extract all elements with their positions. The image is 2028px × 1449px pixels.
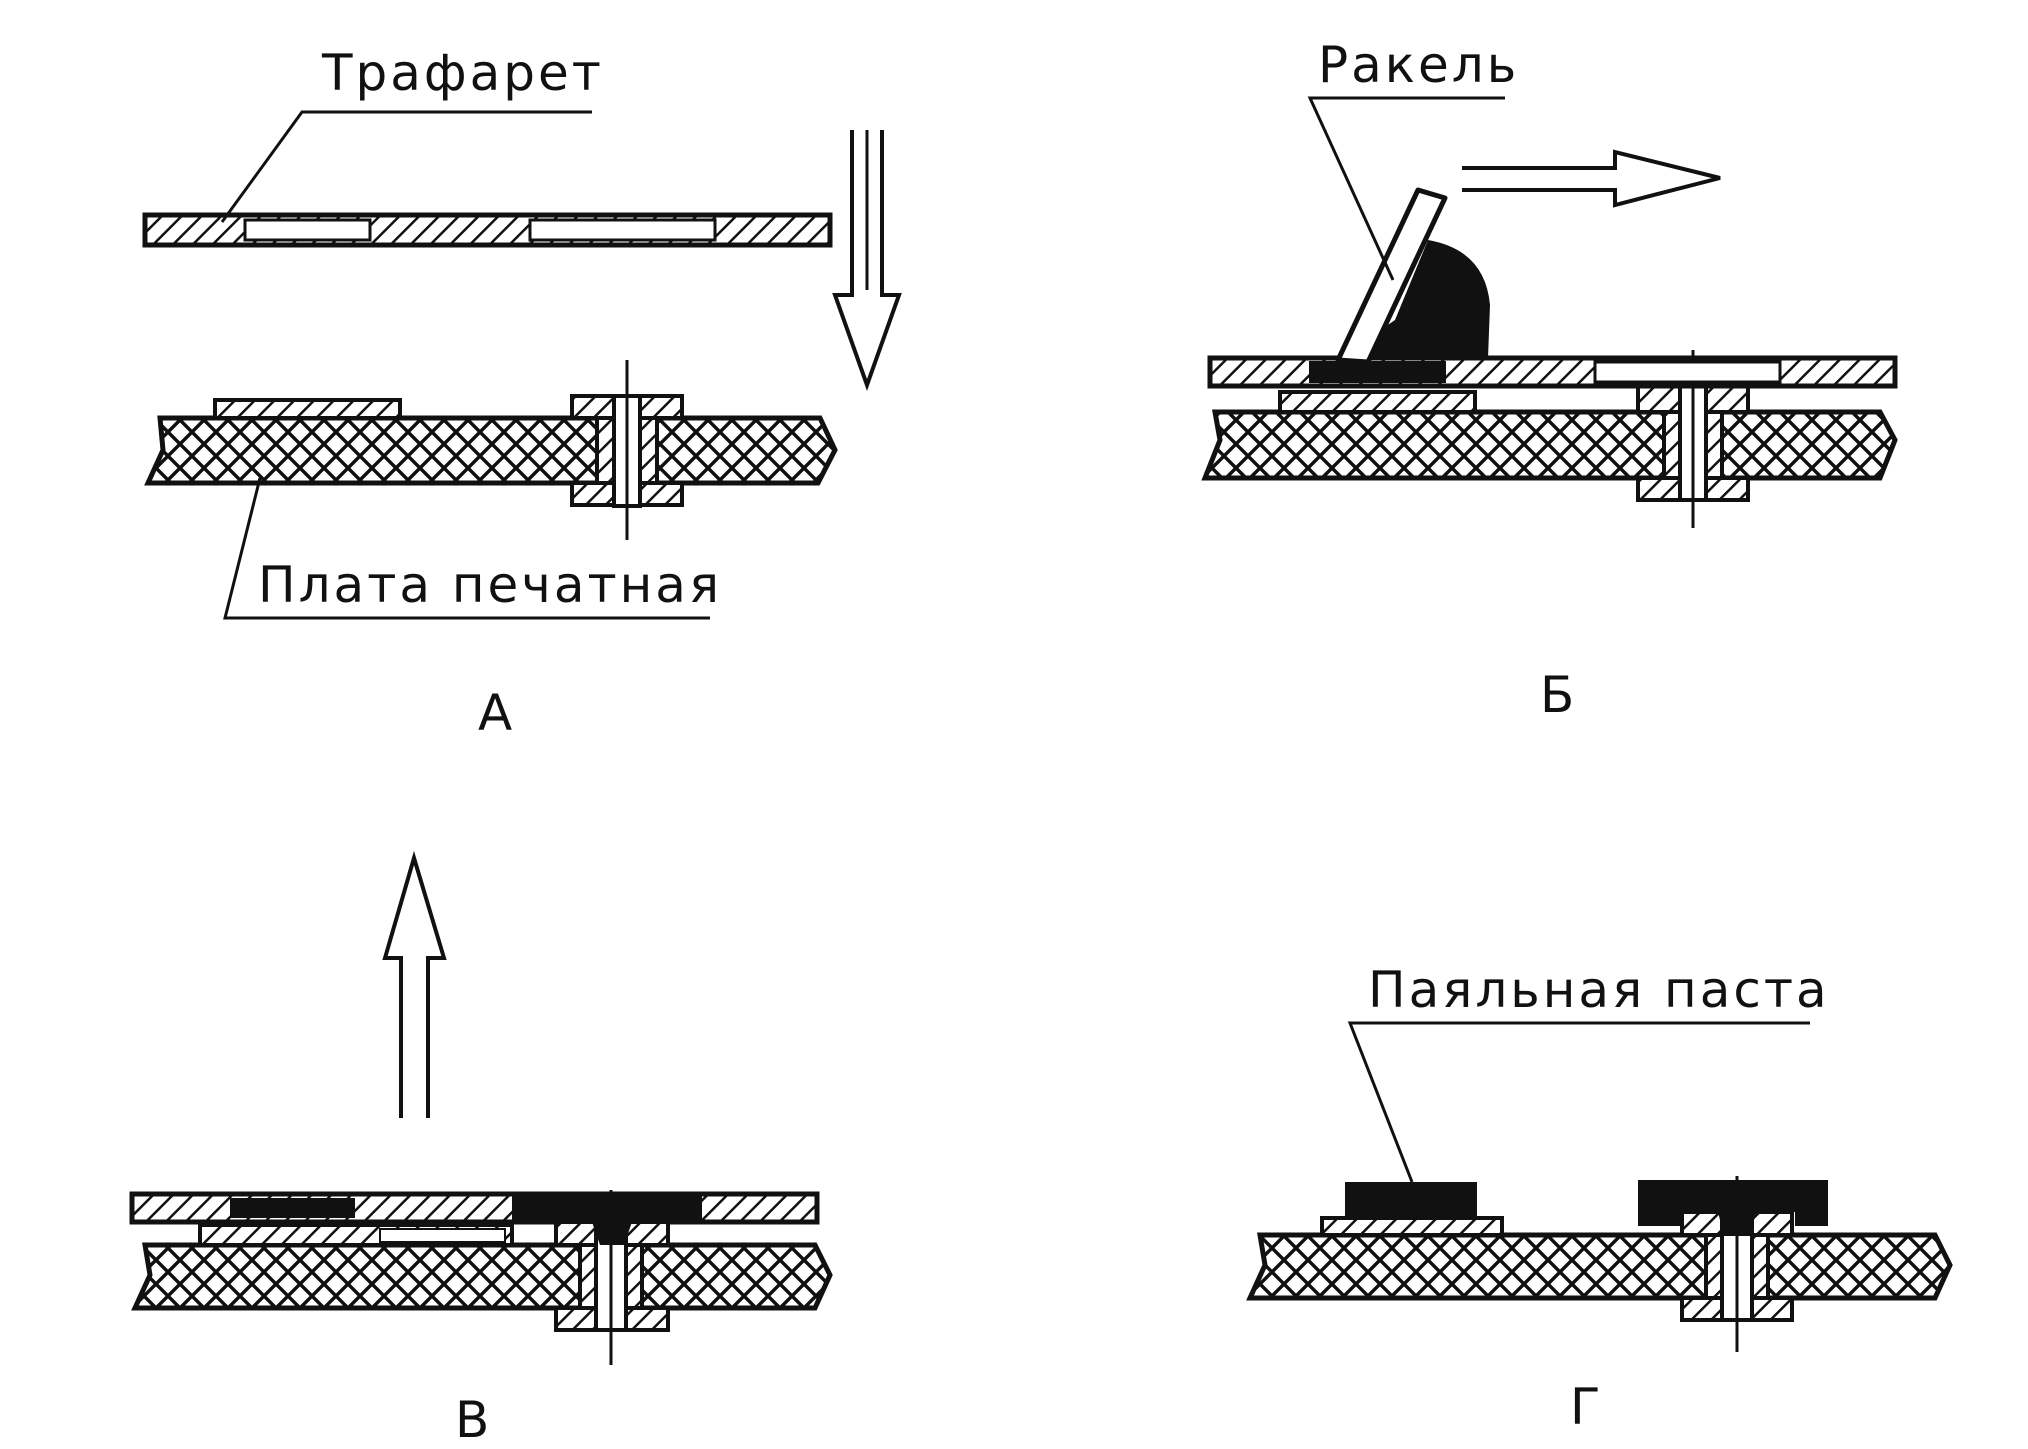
right-arrow: [1462, 149, 1721, 208]
panel-v-caption: В: [455, 1391, 490, 1449]
up-arrow: [382, 850, 447, 1118]
panel-v-drawing: [129, 850, 833, 1365]
squeegee-label: Ракель: [1318, 36, 1520, 94]
panel-g-drawing: [1246, 1021, 1953, 1352]
panel-b-caption: Б: [1540, 666, 1575, 724]
squeegee-leader: [1307, 96, 1505, 281]
paste-blob: [1340, 240, 1490, 358]
panel-g-caption: Г: [1570, 1378, 1601, 1436]
panel-b-drawing: [1201, 96, 1898, 528]
printed-circuit-board: [144, 360, 838, 540]
panel-a-caption: А: [478, 684, 513, 742]
solder-paste-label: Паяльная паста: [1368, 961, 1830, 1019]
board-label: Плата печатная: [258, 556, 723, 614]
stencil-label: Трафарет: [322, 44, 604, 102]
paste-deposit-pad: [1345, 1182, 1477, 1216]
board-leader: [223, 477, 710, 620]
stencil: [142, 212, 833, 248]
paste-deposit-via: [1638, 1180, 1828, 1226]
stencil-leader: [220, 110, 592, 223]
paste-leader: [1347, 1021, 1810, 1183]
panel-a-drawing: [142, 110, 902, 620]
